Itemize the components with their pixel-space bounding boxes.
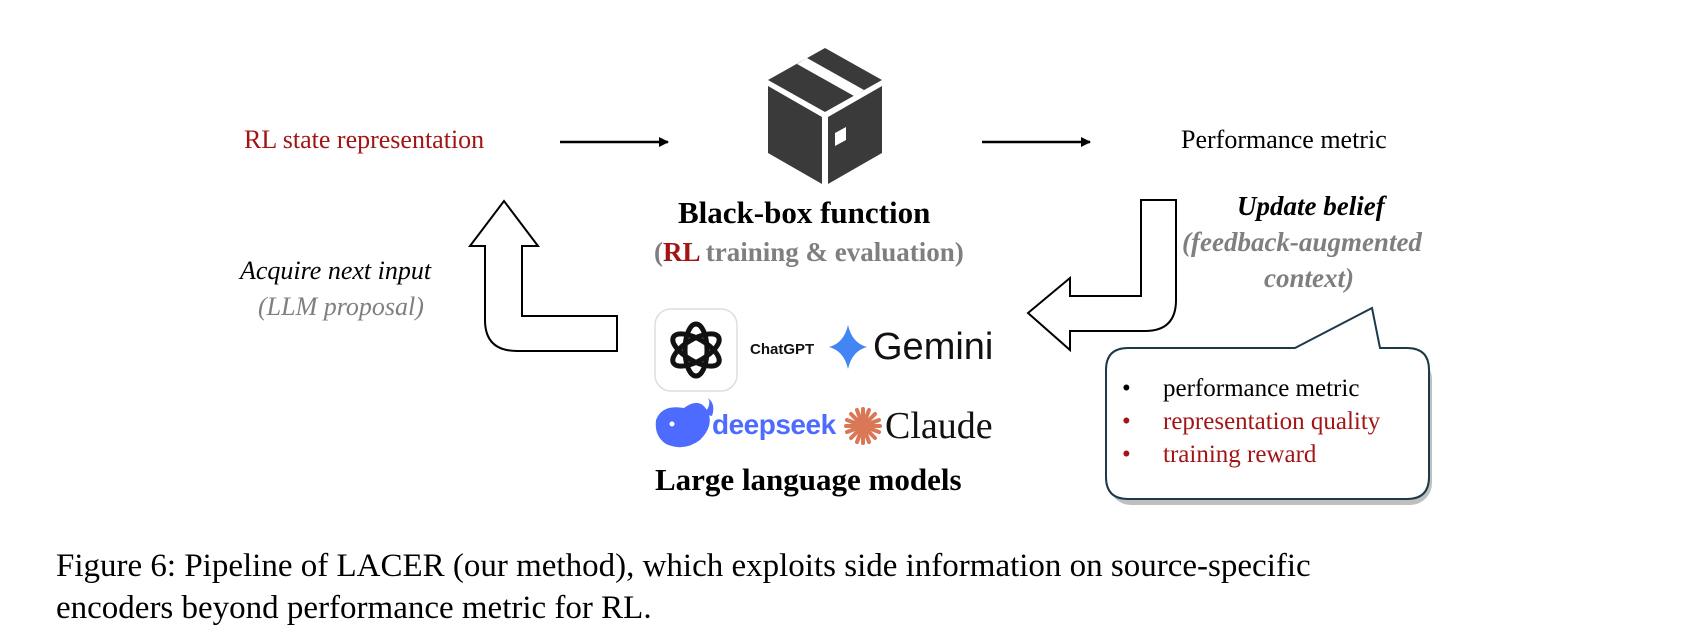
gemini-star-icon [829,325,867,369]
black-box-sub-close: ) [954,237,964,267]
feedback-list: • performance metric • representation qu… [1120,375,1420,474]
chatgpt-label: ChatGPT [750,341,815,358]
acquire-next-input-subtitle: (LLM proposal) [258,292,424,321]
package-box-icon [768,48,882,184]
update-belief-subtitle-line2: context) [1264,263,1354,293]
feedback-item-text: representation quality [1163,408,1381,435]
figure-caption-line1: Figure 6: Pipeline of LACER (our method)… [56,548,1311,584]
arrow-acquire-next-input [467,199,618,352]
arrow-update-belief [1026,199,1177,353]
feedback-item: • performance metric [1120,375,1420,408]
openai-logo-icon [654,308,738,392]
large-language-models-caption: Large language models [655,462,962,497]
claude-burst-icon [844,407,882,445]
black-box-sub-open: ( [654,237,663,267]
deepseek-label: deepseek [712,409,836,440]
feedback-item-text: performance metric [1163,375,1360,402]
figure-caption-line2: encoders beyond performance metric for R… [56,590,652,626]
feedback-item: • training reward [1120,441,1420,474]
black-box-sub-rl: RL [663,237,700,267]
black-box-title: Black-box function [678,195,931,230]
feedback-bullet: • [1122,441,1131,468]
performance-metric-label: Performance metric [1181,125,1387,154]
black-box-subtitle: (RL training & evaluation) [654,237,964,268]
gemini-label: Gemini [873,326,994,368]
feedback-item: • representation quality [1120,408,1420,441]
acquire-next-input-title: Acquire next input [240,256,432,285]
black-box-sub-rest: training & evaluation [699,237,955,267]
claude-label: Claude [885,405,993,447]
rl-state-representation-label: RL state representation [244,125,485,154]
deepseek-whale-icon [655,398,714,448]
update-belief-subtitle-line1: (feedback-augmented [1182,227,1422,257]
feedback-bullet: • [1122,408,1131,435]
feedback-bullet: • [1122,375,1131,402]
feedback-item-text: training reward [1163,441,1317,468]
update-belief-title: Update belief [1237,191,1385,221]
feedback-callout [1105,306,1432,505]
